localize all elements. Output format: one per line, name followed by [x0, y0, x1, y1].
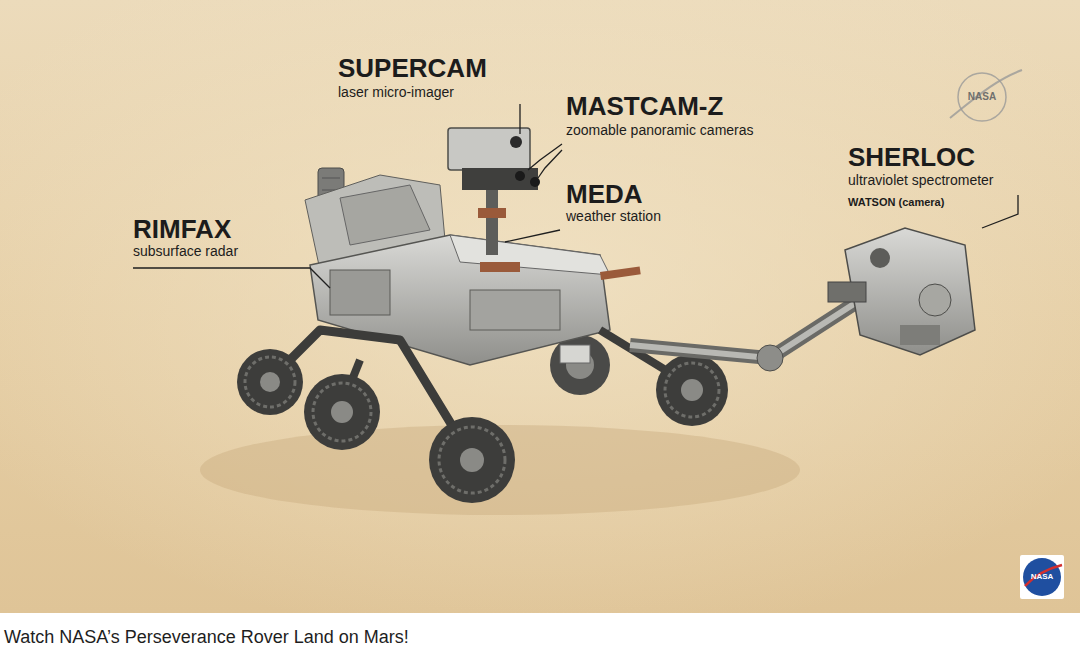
- rover-illustration: [0, 0, 1080, 613]
- part-description: laser micro-imager: [338, 84, 454, 100]
- part-name: MEDA: [566, 180, 643, 210]
- part-description: weather station: [566, 208, 661, 224]
- logo-text: NASA: [968, 91, 996, 103]
- sub-part-name: WATSON (camera): [848, 196, 944, 209]
- video-title: Watch NASA’s Perseverance Rover Land on …: [4, 627, 409, 649]
- leader-lines: [133, 104, 1018, 288]
- part-description: ultraviolet spectrometer: [848, 172, 994, 188]
- part-name: SHERLOC: [848, 143, 975, 173]
- part-name: MASTCAM-Z: [566, 92, 723, 122]
- logo-text: NASA: [1031, 572, 1054, 581]
- part-description: zoomable panoramic cameras: [566, 122, 754, 138]
- part-name: RIMFAX: [133, 215, 231, 245]
- part-description: subsurface radar: [133, 243, 238, 259]
- video-frame: [0, 0, 1080, 613]
- part-name: SUPERCAM: [338, 54, 487, 84]
